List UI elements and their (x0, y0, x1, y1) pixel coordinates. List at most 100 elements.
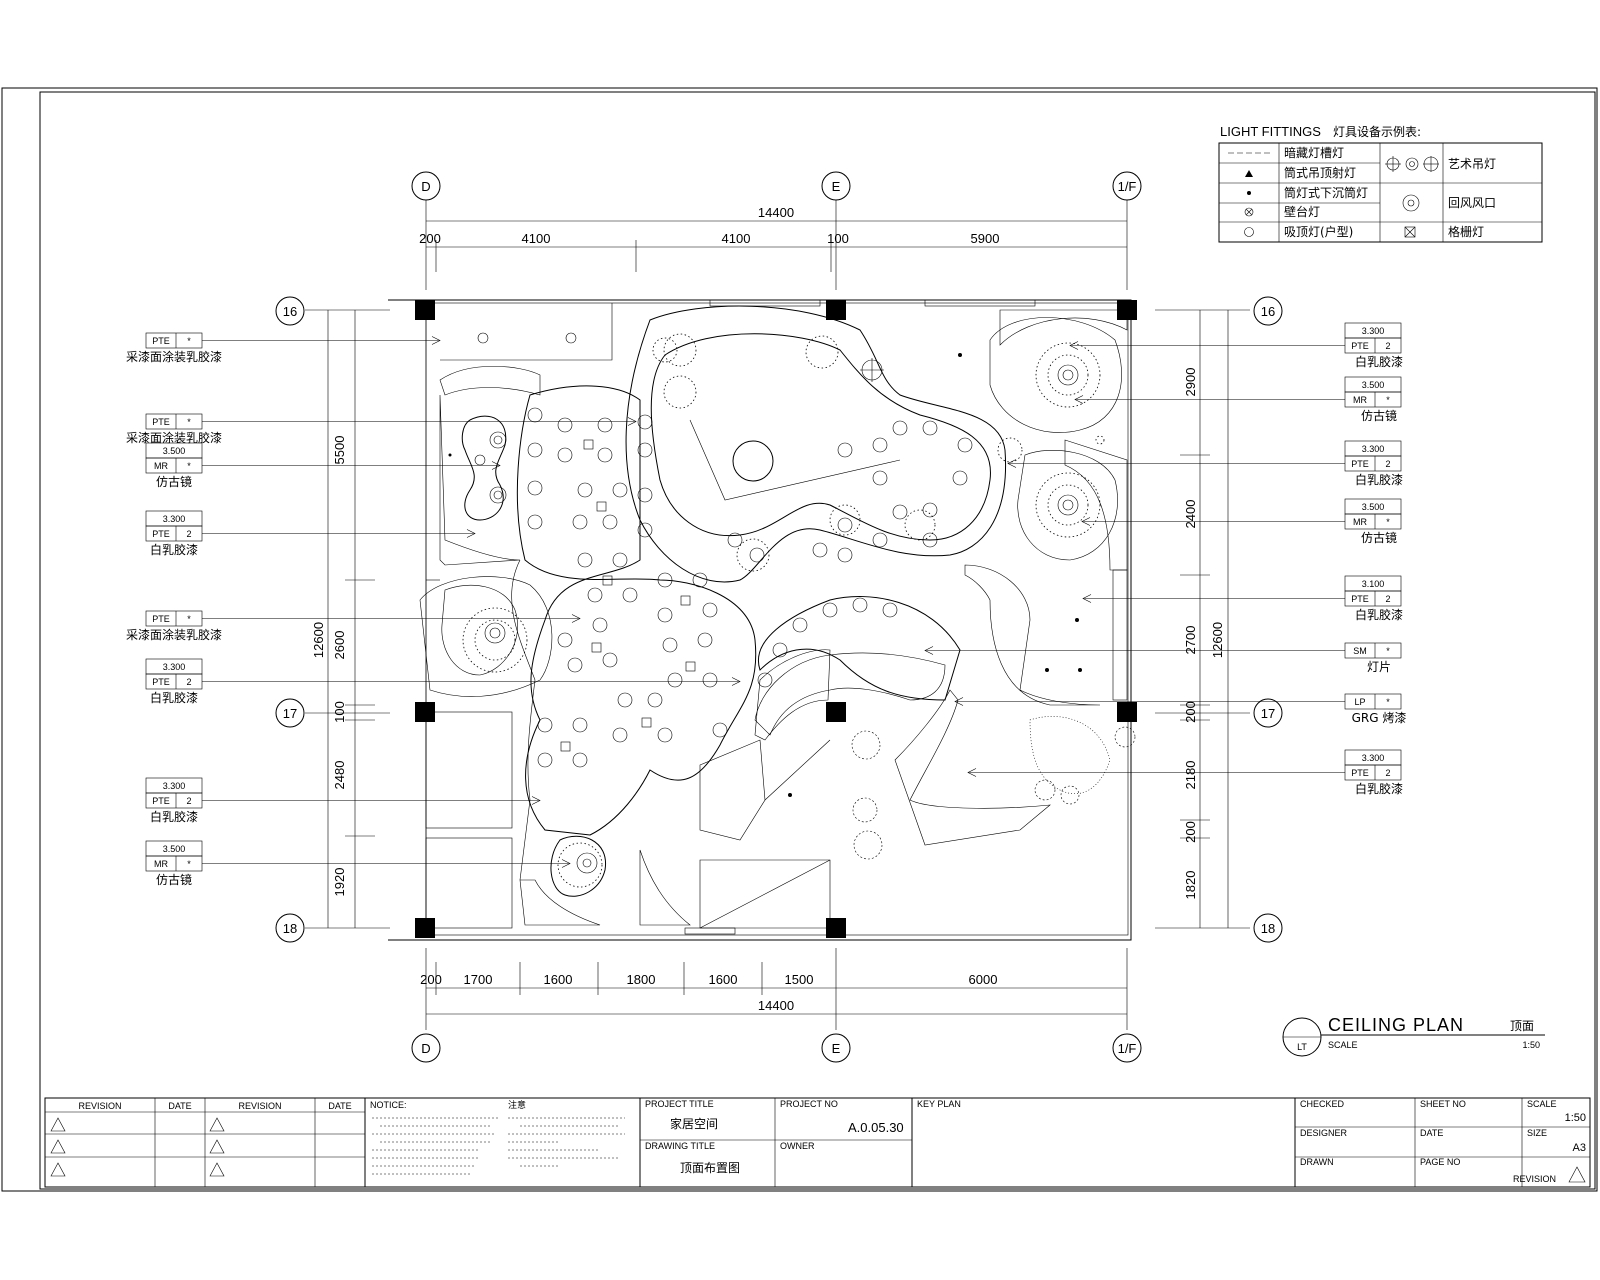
axis-label: 17 (1261, 706, 1275, 721)
axis-bubble-right-17 (1253, 698, 1283, 728)
tag-material-code: LP (1354, 697, 1365, 707)
dim-text: 2900 (1183, 368, 1198, 397)
tag-height: 3.100 (1362, 579, 1385, 589)
revision-footer: REVISION (1513, 1174, 1556, 1184)
material-tag: SM*灯片 (924, 642, 1402, 674)
axis-label: 18 (1261, 921, 1275, 936)
date-label: DATE (1420, 1128, 1443, 1138)
tag-description: GRG 烤漆 (1352, 710, 1407, 725)
plant-symbols (851, 716, 1136, 860)
dimension-bottom: 200 1700 1600 1800 1600 1500 6000 14400 (420, 962, 1127, 1015)
dim-text: 4100 (722, 231, 751, 246)
rev-header-1: REVISION (78, 1101, 121, 1111)
tag-height: 3.500 (163, 844, 186, 854)
axis-label: D (421, 179, 430, 194)
tag-description: 采漆面涂装乳胶漆 (126, 627, 222, 642)
material-tag: PTE*采漆面涂装乳胶漆 (126, 610, 581, 642)
tag-material-code: PTE (152, 614, 170, 624)
scale-value: 1:50 (1565, 1112, 1586, 1124)
tag-height: 3.500 (1362, 380, 1385, 390)
tag-index: 2 (1385, 341, 1390, 351)
dim-text: 1500 (785, 972, 814, 987)
tag-description: 白乳胶漆 (150, 542, 198, 557)
tag-description: 仿古镜 (1361, 530, 1397, 545)
tag-material-code: PTE (152, 336, 170, 346)
dim-text: 1820 (1183, 871, 1198, 900)
tag-material-code: PTE (152, 677, 170, 687)
dim-text: 1920 (332, 868, 347, 897)
tag-description: 采漆面涂装乳胶漆 (126, 349, 222, 364)
notice-text-lines (372, 1117, 625, 1175)
chandelier-center (732, 440, 774, 482)
project-no: A.0.05.30 (848, 1120, 904, 1135)
dim-text: 1700 (464, 972, 493, 987)
column (826, 300, 846, 320)
tag-description: 白乳胶漆 (1355, 354, 1403, 369)
plan-title-cn: 顶面 (1510, 1019, 1534, 1033)
date-header-1: DATE (168, 1101, 191, 1111)
dim-text: 200 (1183, 701, 1198, 723)
tag-material-code: PTE (1351, 459, 1369, 469)
dim-text: 5500 (332, 436, 347, 465)
tag-index: 2 (186, 677, 191, 687)
axis-bubbles: D E 1/F D E 1/F 16 17 18 16 17 18 (275, 171, 1283, 1063)
wall-lamp-icon (1244, 207, 1254, 217)
size-label: SIZE (1527, 1128, 1547, 1138)
tag-material-code: PTE (1351, 768, 1369, 778)
axis-bubble-bottom-d (411, 1033, 441, 1063)
grille-light-icon (1404, 226, 1416, 238)
tag-material-code: MR (1353, 395, 1367, 405)
tag-material-code: PTE (1351, 594, 1369, 604)
dim-left-total: 12600 (311, 622, 326, 658)
legend-label-vent: 回风风口 (1448, 196, 1496, 210)
tag-index: * (1386, 646, 1390, 656)
axis-bubble-bottom-1f (1112, 1033, 1142, 1063)
owner-label: OWNER (780, 1141, 815, 1151)
tag-description: 灯片 (1367, 660, 1391, 674)
dim-text: 2600 (332, 631, 347, 660)
outer-frame (1, 87, 1598, 1192)
downlight-icon (1247, 191, 1251, 195)
plan-title-text: CEILING PLAN (1328, 1015, 1464, 1035)
tag-height: 3.300 (1362, 444, 1385, 454)
drawing-title-label: DRAWING TITLE (645, 1141, 715, 1151)
dim-text: 2180 (1183, 761, 1198, 790)
notice-label: NOTICE: (370, 1100, 407, 1110)
title-block: REVISION DATE REVISION DATE NOTICE: 注意 P… (44, 1097, 1591, 1188)
spot-light-icon (1245, 170, 1253, 177)
light-fittings-legend: LIGHT FITTINGS 灯具设备示例表: 暗藏灯槽灯 筒式吊顶射灯 筒灯式… (1218, 124, 1543, 243)
axis-label: 16 (283, 304, 297, 319)
axis-bubble-right-18 (1253, 913, 1283, 943)
notice-cn: 注意 (508, 1099, 526, 1110)
dim-text: 1800 (627, 972, 656, 987)
tag-height: 3.300 (1362, 753, 1385, 763)
project-title: 家居空间 (670, 1116, 718, 1131)
tag-description: 白乳胶漆 (1355, 472, 1403, 487)
checked-label: CHECKED (1300, 1099, 1345, 1109)
left-material-tags: PTE*采漆面涂装乳胶漆PTE*采漆面涂装乳胶漆3.500MR*仿古镜3.300… (126, 332, 741, 887)
tag-index: 2 (186, 796, 191, 806)
tag-index: 2 (1385, 768, 1390, 778)
dimension-top: 14400 200 4100 4100 100 5900 (419, 205, 1127, 272)
tag-index: * (187, 336, 191, 346)
column (826, 918, 846, 938)
dimension-left: 5500 2600 100 2480 1920 12600 (311, 310, 375, 928)
tag-height: 3.500 (1362, 502, 1385, 512)
key-plan-label: KEY PLAN (917, 1099, 961, 1109)
tag-height: 3.500 (163, 446, 186, 456)
legend-title-cn: 灯具设备示例表: (1333, 125, 1421, 139)
tag-material-code: MR (154, 461, 168, 471)
axis-label: 17 (283, 706, 297, 721)
plan-title-badge-text: LT (1297, 1042, 1307, 1052)
tag-material-code: MR (1353, 517, 1367, 527)
tag-description: 白乳胶漆 (1355, 781, 1403, 796)
legend-label-downlight: 筒灯式下沉筒灯 (1284, 185, 1368, 200)
project-no-label: PROJECT NO (780, 1099, 838, 1109)
